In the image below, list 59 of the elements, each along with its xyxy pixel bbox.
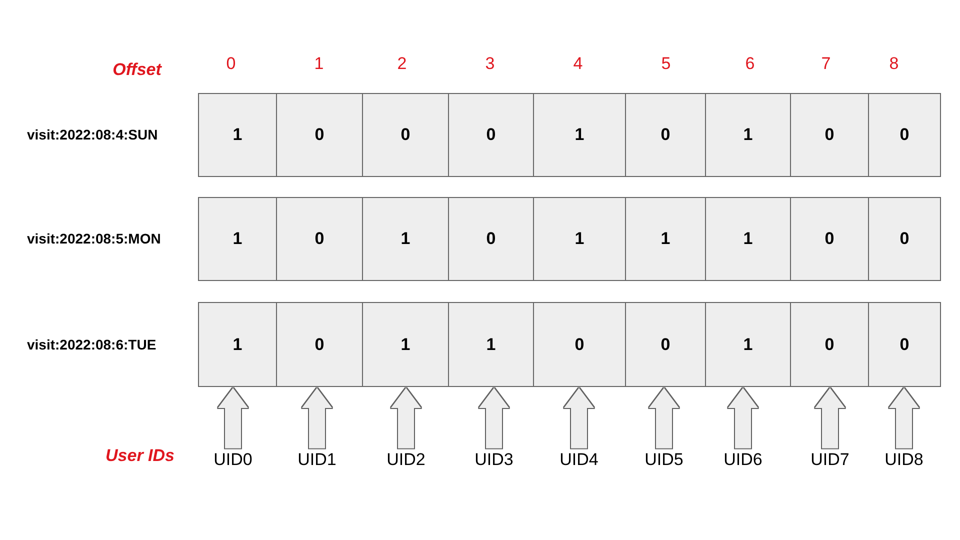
user-id-label: UID2 [386,450,426,470]
block-arrow [302,388,332,448]
user-id-label: UID6 [724,450,762,470]
bit-cell: 0 [868,303,940,386]
row-key-label: visit:2022:08:6:TUE [27,336,156,353]
user-id-label: UID4 [560,450,598,470]
offset-number: 0 [226,54,236,74]
bit-cell: 0 [790,303,868,386]
offset-number: 3 [485,54,495,74]
offset-number: 7 [821,54,831,74]
offset-number: 5 [661,54,671,74]
block-arrow [564,388,594,448]
user-id-label: UID8 [884,450,924,470]
bit-cell: 0 [276,198,362,280]
user-id-label: UID7 [810,450,850,470]
offset-number: 6 [745,54,755,74]
block-arrow [649,388,679,448]
bit-cell: 1 [533,94,625,176]
row-key-label: visit:2022:08:5:MON [27,230,161,248]
bit-cell: 0 [868,198,940,280]
block-arrow [479,388,509,448]
bit-cell: 1 [362,198,448,280]
user-id-label: UID3 [474,450,514,470]
offset-number: 8 [889,54,899,74]
bit-cell: 0 [625,303,705,386]
bit-cell: 1 [199,94,276,176]
bit-cell: 0 [362,94,448,176]
offset-number: 1 [314,54,324,74]
bit-cell: 1 [705,303,790,386]
bit-cell: 1 [199,198,276,280]
block-arrow [391,388,421,448]
block-arrow [815,388,845,448]
bit-cell: 0 [276,303,362,386]
bit-cell: 0 [448,198,533,280]
bit-cell: 1 [705,198,790,280]
user-id-label: UID0 [214,450,252,470]
bit-cell: 1 [533,198,625,280]
bit-cell: 0 [625,94,705,176]
block-arrow [218,388,248,448]
bit-cell: 0 [790,94,868,176]
bit-cell: 1 [705,94,790,176]
user-id-label: UID5 [644,450,684,470]
user-ids-heading: User IDs [106,446,174,466]
bit-cell: 0 [276,94,362,176]
row-key-label: visit:2022:08:4:SUN [27,126,158,144]
bit-cell: 0 [448,94,533,176]
offset-heading: Offset [112,60,162,80]
offset-number: 2 [397,54,407,74]
bit-cell: 0 [868,94,940,176]
bit-cell: 0 [790,198,868,280]
bit-cell: 1 [199,303,276,386]
user-id-label: UID1 [298,450,336,470]
bit-cell: 0 [533,303,625,386]
bit-cell: 1 [362,303,448,386]
bit-cell: 1 [625,198,705,280]
block-arrow [728,388,758,448]
offset-number: 4 [573,54,583,74]
block-arrow [889,388,919,448]
bit-cell: 1 [448,303,533,386]
